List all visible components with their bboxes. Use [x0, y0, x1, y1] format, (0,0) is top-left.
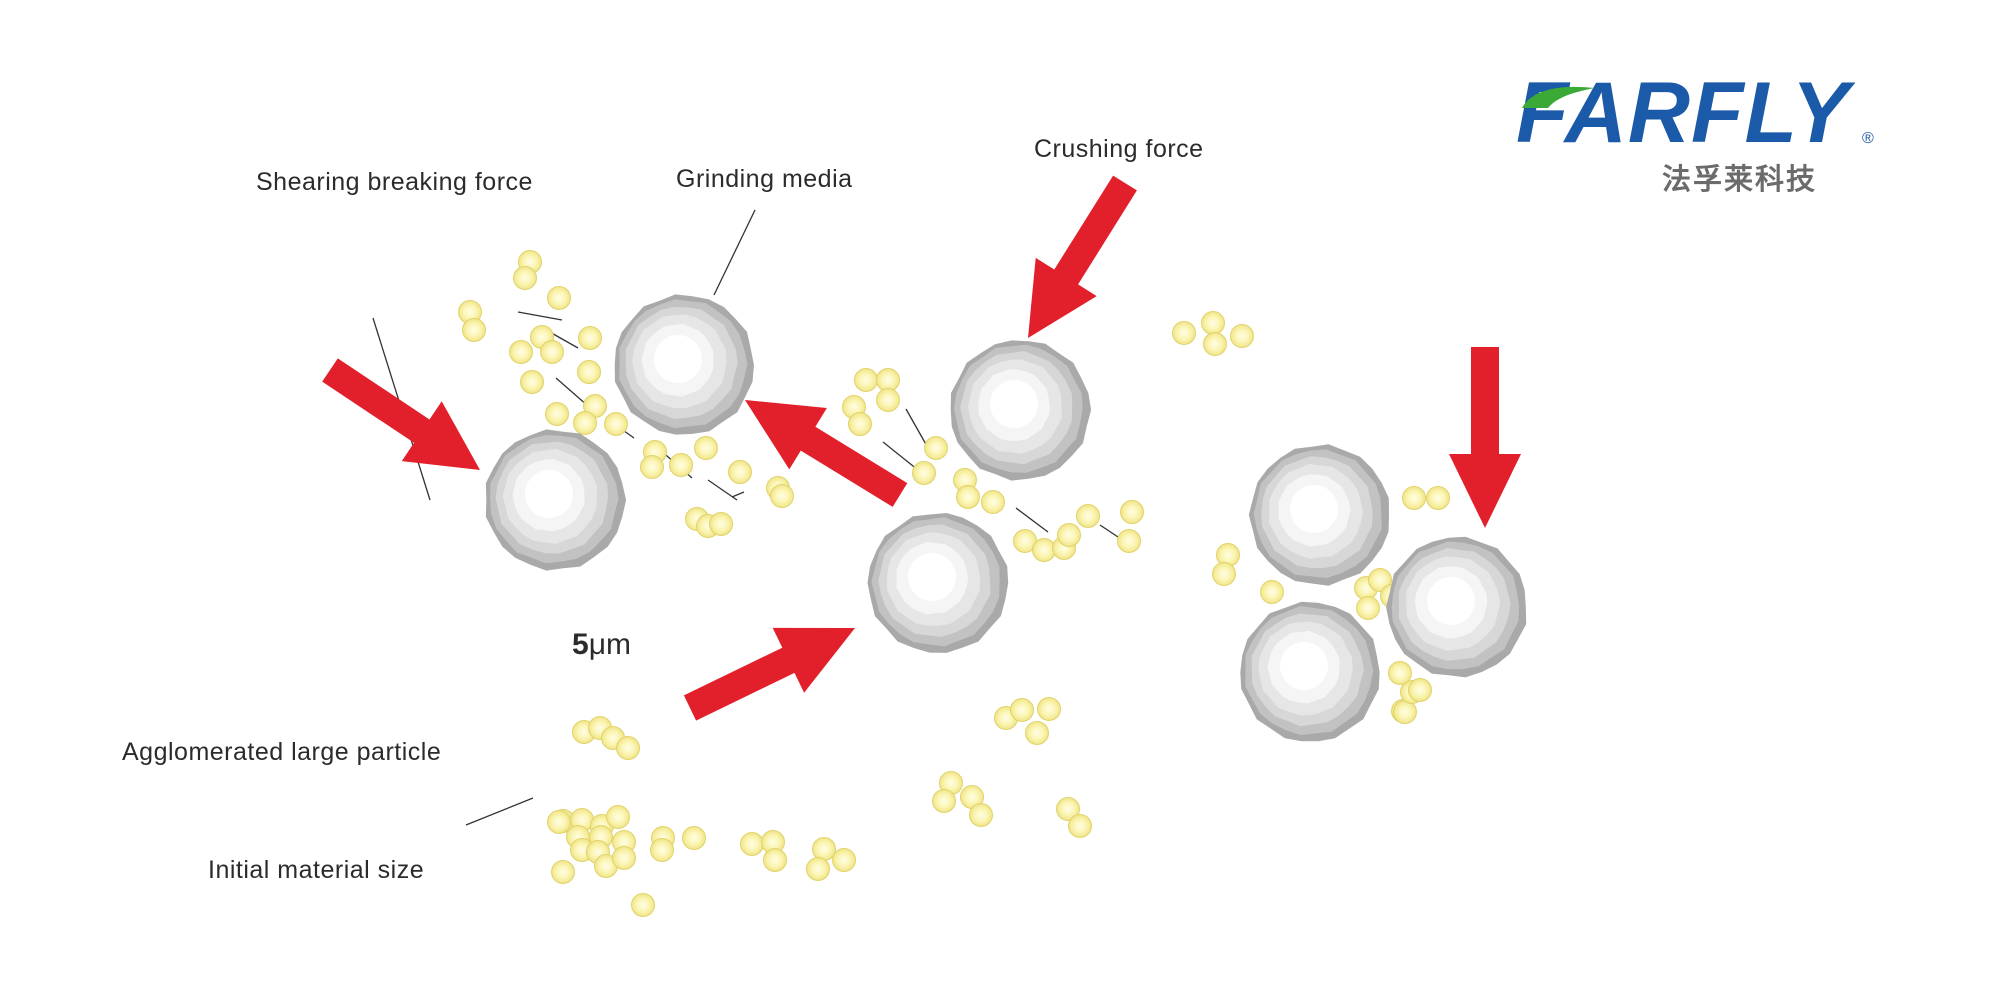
material-particle	[682, 826, 706, 850]
material-particle	[1402, 486, 1426, 510]
force-arrow	[683, 627, 855, 721]
agglomerated-particle-label: Agglomerated large particle	[122, 738, 442, 766]
material-particle	[669, 453, 693, 477]
material-particle	[551, 860, 575, 884]
material-particle	[573, 411, 597, 435]
material-particle	[812, 837, 836, 861]
material-particle	[547, 810, 571, 834]
material-particle	[545, 402, 569, 426]
material-particle	[640, 455, 664, 479]
material-particle	[728, 460, 752, 484]
logo-chinese-name: 法孚莱科技	[1662, 162, 1818, 196]
particles-layer	[458, 250, 1450, 917]
grinding-media-bead	[614, 294, 754, 435]
material-particle	[709, 512, 733, 536]
material-particle	[1068, 814, 1092, 838]
material-particle	[577, 360, 601, 384]
material-particle	[513, 266, 537, 290]
material-particle	[876, 388, 900, 412]
material-particle	[520, 370, 544, 394]
tick-line	[555, 377, 589, 407]
grinding-media-bead	[1248, 444, 1389, 586]
tick-line	[1015, 507, 1049, 533]
force-arrow	[745, 400, 908, 507]
grinding-media-layer	[485, 294, 1527, 742]
leader-lines	[372, 209, 1119, 826]
material-particle	[547, 286, 571, 310]
grinding-media-leader-line	[713, 209, 756, 296]
crushing-force-label: Crushing force	[1034, 135, 1204, 163]
force-arrow	[1449, 347, 1521, 528]
size-marker-number: 5	[572, 628, 589, 661]
material-particle	[956, 485, 980, 509]
logo-leaf-icon	[1522, 86, 1594, 108]
material-particle	[932, 789, 956, 813]
grinding-media-label: Grinding media	[676, 165, 853, 193]
tick-line	[1099, 524, 1119, 538]
material-particle	[763, 848, 787, 872]
material-particle	[462, 318, 486, 342]
material-particle	[612, 846, 636, 870]
material-particle	[848, 412, 872, 436]
force-arrows-layer	[322, 175, 1521, 721]
material-particle	[832, 848, 856, 872]
material-particle	[1076, 504, 1100, 528]
material-particle	[1368, 568, 1392, 592]
material-particle	[1057, 523, 1081, 547]
material-particle	[1203, 332, 1227, 356]
material-particle	[1230, 324, 1254, 348]
material-particle	[1117, 529, 1141, 553]
material-particle	[578, 326, 602, 350]
force-arrow	[1028, 175, 1137, 338]
material-particle	[1025, 721, 1049, 745]
material-particle	[694, 436, 718, 460]
force-arrow	[322, 358, 480, 470]
material-particle	[1212, 562, 1236, 586]
tick-line	[882, 441, 919, 471]
material-particle	[1056, 797, 1080, 821]
grinding-media-bead	[1386, 536, 1527, 678]
material-particle	[1037, 697, 1061, 721]
material-particle	[1426, 486, 1450, 510]
shearing-force-label: Shearing breaking force	[256, 168, 533, 196]
farfly-logo: FARFLY ® 法孚莱科技	[1510, 68, 1900, 198]
initial-material-size-label: Initial material size	[208, 856, 425, 884]
material-particle	[912, 461, 936, 485]
material-particle	[616, 736, 640, 760]
material-particle	[854, 368, 878, 392]
material-particle	[604, 412, 628, 436]
grinding-media-bead	[485, 429, 627, 571]
material-particle	[740, 832, 764, 856]
logo-registered-mark: ®	[1862, 130, 1874, 147]
material-particle	[1010, 698, 1034, 722]
material-particle	[540, 340, 564, 364]
grinding-media-bead	[867, 513, 1009, 653]
material-particle	[806, 857, 830, 881]
material-particle	[1120, 500, 1144, 524]
size-marker-unit: μm	[588, 628, 631, 661]
tick-line	[731, 491, 745, 498]
material-particle	[1408, 678, 1432, 702]
material-particle	[924, 436, 948, 460]
material-particle	[509, 340, 533, 364]
material-particle	[631, 893, 655, 917]
material-particle	[606, 805, 630, 829]
material-particle	[1032, 538, 1056, 562]
material-particle	[650, 838, 674, 862]
material-particle	[969, 803, 993, 827]
agglomerated-leader-line	[465, 797, 534, 826]
material-particle	[770, 484, 794, 508]
material-particle	[1388, 661, 1412, 685]
material-particle	[981, 490, 1005, 514]
material-particle	[1356, 596, 1380, 620]
tick-line	[517, 311, 563, 321]
material-particle	[1201, 311, 1225, 335]
grinding-media-bead	[950, 340, 1092, 481]
material-particle	[1172, 321, 1196, 345]
grinding-media-bead	[1240, 601, 1380, 742]
logo-wordmark: FARFLY	[1516, 65, 1851, 161]
size-marker: 5μm	[572, 628, 631, 662]
material-particle	[1260, 580, 1284, 604]
